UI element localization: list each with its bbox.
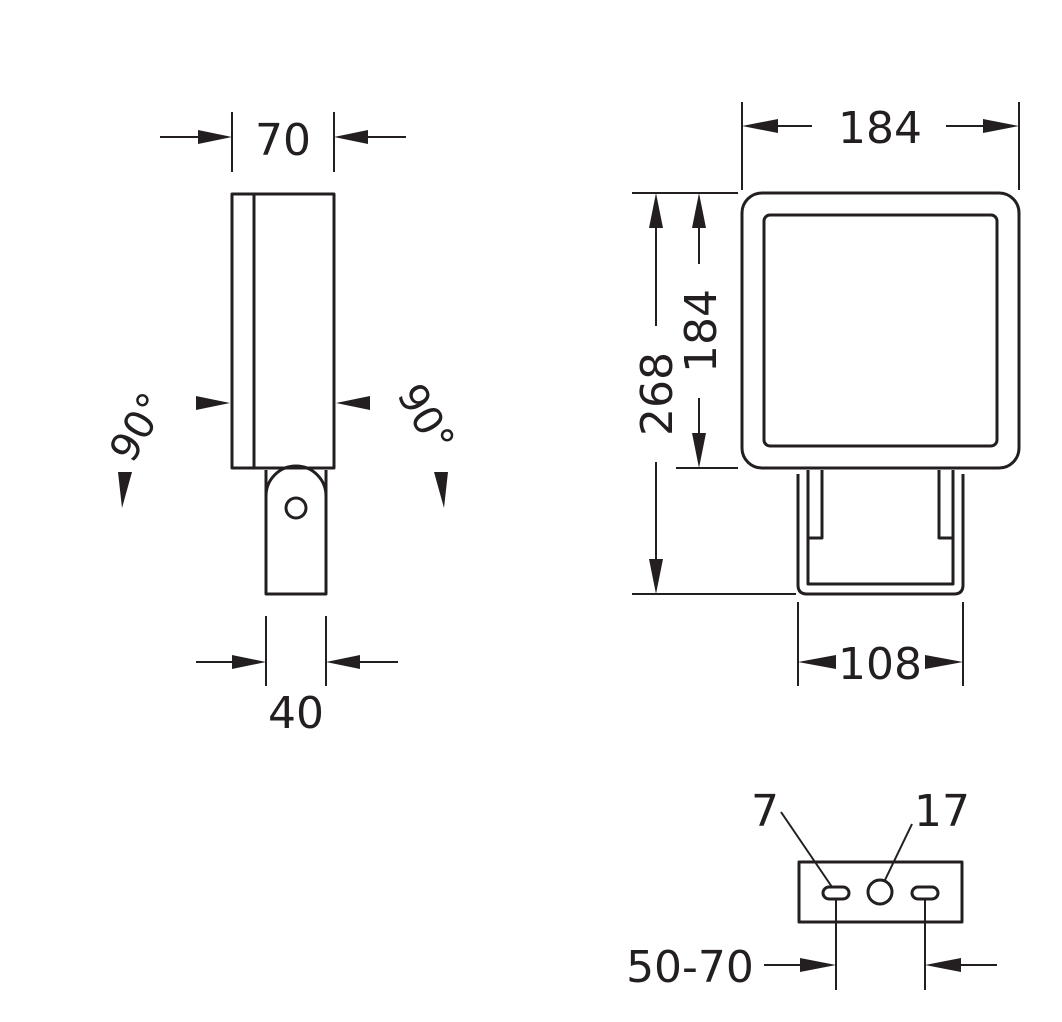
dim-268-arrow-bottom [649, 559, 663, 594]
slot-leader [780, 811, 833, 888]
front-bracket-arm-right [937, 470, 955, 540]
mounting-slot-left [821, 885, 851, 901]
front-lens [762, 213, 999, 448]
tilt-left-label: 90° [101, 385, 176, 469]
front-bracket-inner [806, 474, 955, 586]
slot-size-label: 7 [751, 786, 779, 837]
side-bracket-pivot [284, 496, 308, 520]
hole-leader [884, 823, 913, 881]
mounting-center-hole [866, 878, 894, 906]
dim-108-arrow-left [798, 655, 836, 669]
dim-184w-arrow-right [983, 119, 1019, 133]
front-bracket-outer [796, 474, 965, 596]
mounting-slot-right [910, 885, 940, 901]
dim-184h-arrow-bottom [692, 433, 706, 468]
mounting-plate [797, 860, 964, 924]
front-body-height-label: 184 [676, 289, 727, 373]
front-view: 184 268 184 108 [632, 102, 1021, 690]
side-bracket-width-label: 40 [268, 688, 324, 739]
tilt-right-arrow-top [336, 396, 370, 410]
dim-70-arrow-left [198, 130, 232, 144]
front-width-label: 184 [838, 103, 922, 154]
side-bracket [264, 470, 328, 596]
mounting-bracket-view: 7 17 50-70 [626, 786, 997, 993]
tilt-right-label: 90° [388, 376, 463, 460]
front-housing [740, 191, 1021, 470]
tilt-left-arrow-bottom [118, 472, 132, 508]
dim-50-70-arrow-left [800, 958, 836, 972]
tilt-left-arrow-top [196, 396, 230, 410]
side-view: 70 40 90° 90° [101, 112, 463, 739]
dim-40-arrow-left [232, 655, 266, 669]
dim-40-arrow-right [326, 655, 360, 669]
front-total-height-label: 268 [632, 352, 683, 436]
dim-184h-arrow-top [692, 193, 706, 228]
front-bracket-width-label: 108 [838, 639, 922, 690]
side-width-label: 70 [255, 115, 311, 166]
front-bracket-arm-left [806, 470, 824, 540]
dim-268-arrow-top [649, 193, 663, 228]
dim-108-arrow-right [925, 655, 963, 669]
dim-50-70-arrow-right [925, 958, 961, 972]
dim-184w-arrow-left [742, 119, 778, 133]
tilt-right-arrow-bottom [434, 472, 448, 508]
dim-70-arrow-right [334, 130, 368, 144]
slot-spacing-label: 50-70 [626, 942, 754, 993]
hole-size-label: 17 [914, 786, 970, 837]
side-bracket-knuckle [264, 464, 328, 497]
side-housing [230, 192, 336, 470]
